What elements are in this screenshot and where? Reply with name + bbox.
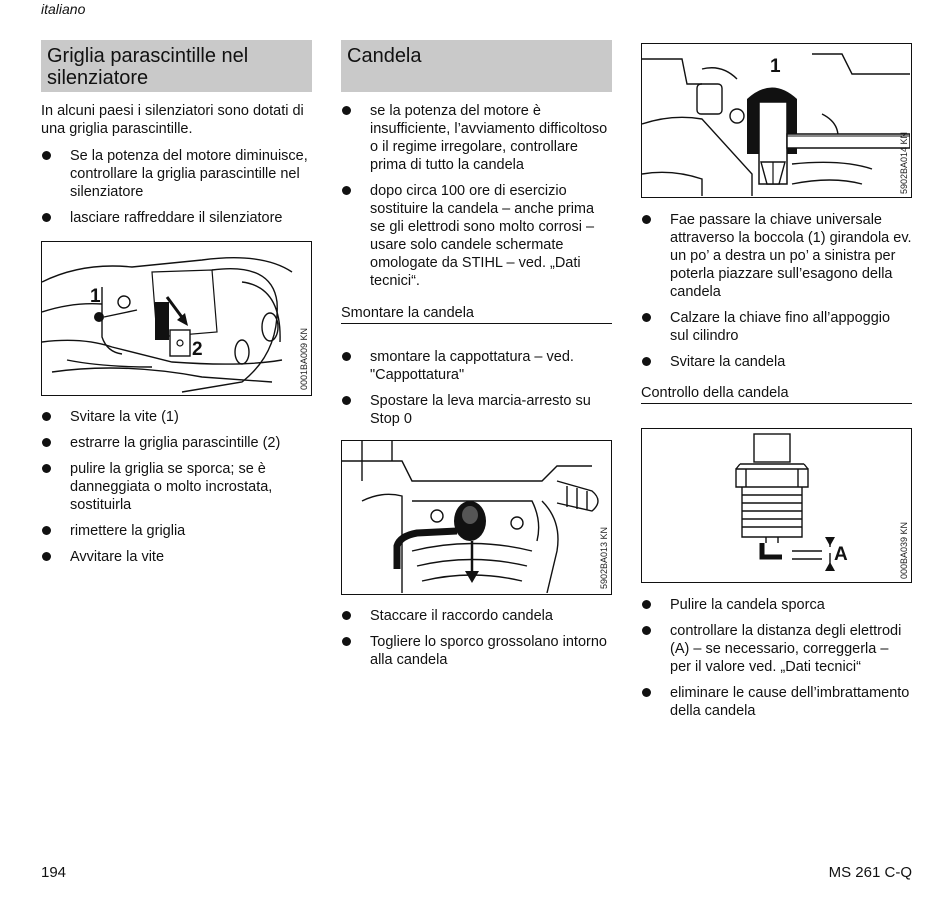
figure-code: 5902BA013 KN: [599, 526, 609, 589]
list-item: lasciare raffreddare il silenziatore: [41, 209, 312, 227]
bullet-list: se la potenza del motore è insufficiente…: [341, 102, 612, 290]
page-number: 194: [41, 864, 67, 881]
section-spark-plug-continued: 1 5902BA014 KN Fae passare la chiave uni…: [641, 43, 912, 728]
language-label: italiano: [41, 1, 86, 17]
list-item: Fae passare la chiave universale attrave…: [641, 211, 912, 301]
plug-boot-illustration: [342, 441, 599, 593]
list-item: Svitare la vite (1): [41, 408, 312, 426]
list-item: Spostare la leva marcia-arresto su Stop …: [341, 392, 612, 428]
bullet-list: Pulire la candela sporca controllare la …: [641, 596, 912, 720]
list-item: dopo circa 100 ore di esercizio sostitui…: [341, 182, 612, 290]
bullet-icon: [342, 396, 351, 405]
list-item: Avvitare la vite: [41, 548, 312, 566]
section-spark-arrestor: Griglia parascintille nel silenziatore I…: [41, 40, 312, 574]
subheading-check-plug: Controllo della candela: [641, 384, 912, 404]
section-spark-plug: Candela se la potenza del motore è insuf…: [341, 40, 612, 677]
plug-boot-figure: 5902BA013 KN: [341, 440, 612, 595]
spark-plug-gap-figure: A 000BA039 KN: [641, 428, 912, 583]
bullet-list: Staccare il raccordo candela Togliere lo…: [341, 607, 612, 669]
figure-code: 5902BA014 KN: [899, 131, 909, 194]
bullet-list: Se la potenza del motore diminuisce, con…: [41, 147, 312, 227]
muffler-figure: 1 2 0001BA009 KN: [41, 241, 312, 396]
section-title: Candela: [341, 40, 612, 92]
muffler-illustration: [42, 257, 293, 393]
list-item: rimettere la griglia: [41, 522, 312, 540]
bullet-icon: [342, 106, 351, 115]
figure-callout-1: 1: [770, 56, 781, 77]
list-item: se la potenza del motore è insufficiente…: [341, 102, 612, 174]
list-item: Togliere lo sporco grossolano intorno al…: [341, 633, 612, 669]
bullet-list: Svitare la vite (1) estrarre la griglia …: [41, 408, 312, 566]
bullet-icon: [642, 215, 651, 224]
bullet-icon: [642, 357, 651, 366]
figure-callout-2: 2: [192, 339, 203, 360]
list-item: estrarre la griglia parascintille (2): [41, 434, 312, 452]
list-item: pulire la griglia se sporca; se è danneg…: [41, 460, 312, 514]
bullet-icon: [42, 151, 51, 160]
bullet-list: smontare la cappottatura – ved. "Cappott…: [341, 348, 612, 428]
bullet-icon: [42, 213, 51, 222]
bullet-icon: [42, 464, 51, 473]
model-name: MS 261 C-Q: [828, 864, 912, 881]
bullet-icon: [42, 438, 51, 447]
bullet-icon: [342, 352, 351, 361]
bullet-icon: [642, 600, 651, 609]
bullet-icon: [342, 186, 351, 195]
list-item: Staccare il raccordo candela: [341, 607, 612, 625]
figure-callout-1: 1: [90, 286, 101, 307]
bullet-icon: [342, 637, 351, 646]
bullet-icon: [42, 412, 51, 421]
bullet-icon: [342, 611, 351, 620]
bullet-icon: [42, 552, 51, 561]
list-item: eliminare le cause dell’imbrattamento de…: [641, 684, 912, 720]
bullet-icon: [642, 313, 651, 322]
spark-plug-illustration: [735, 433, 835, 571]
section-title: Griglia parascintille nel silenziatore: [41, 40, 312, 92]
list-item: Pulire la candela sporca: [641, 596, 912, 614]
wrench-illustration: [642, 53, 910, 196]
bullet-icon: [642, 626, 651, 635]
figure-code: 0001BA009 KN: [299, 327, 309, 390]
subheading-remove-plug: Smontare la candela: [341, 304, 612, 324]
bullet-icon: [642, 688, 651, 697]
bullet-list: Fae passare la chiave universale attrave…: [641, 211, 912, 371]
bullet-icon: [42, 526, 51, 535]
intro-text: In alcuni paesi i silenziatori sono dota…: [41, 103, 304, 137]
gap-label: A: [834, 544, 848, 565]
figure-code: 000BA039 KN: [899, 521, 909, 579]
list-item: Svitare la candela: [641, 353, 912, 371]
list-item: Se la potenza del motore diminuisce, con…: [41, 147, 312, 201]
wrench-figure: 1 5902BA014 KN: [641, 43, 912, 198]
list-item: controllare la distanza degli elettrodi …: [641, 622, 912, 676]
list-item: Calzare la chiave fino all’appoggio sul …: [641, 309, 912, 345]
list-item: smontare la cappottatura – ved. "Cappott…: [341, 348, 612, 384]
